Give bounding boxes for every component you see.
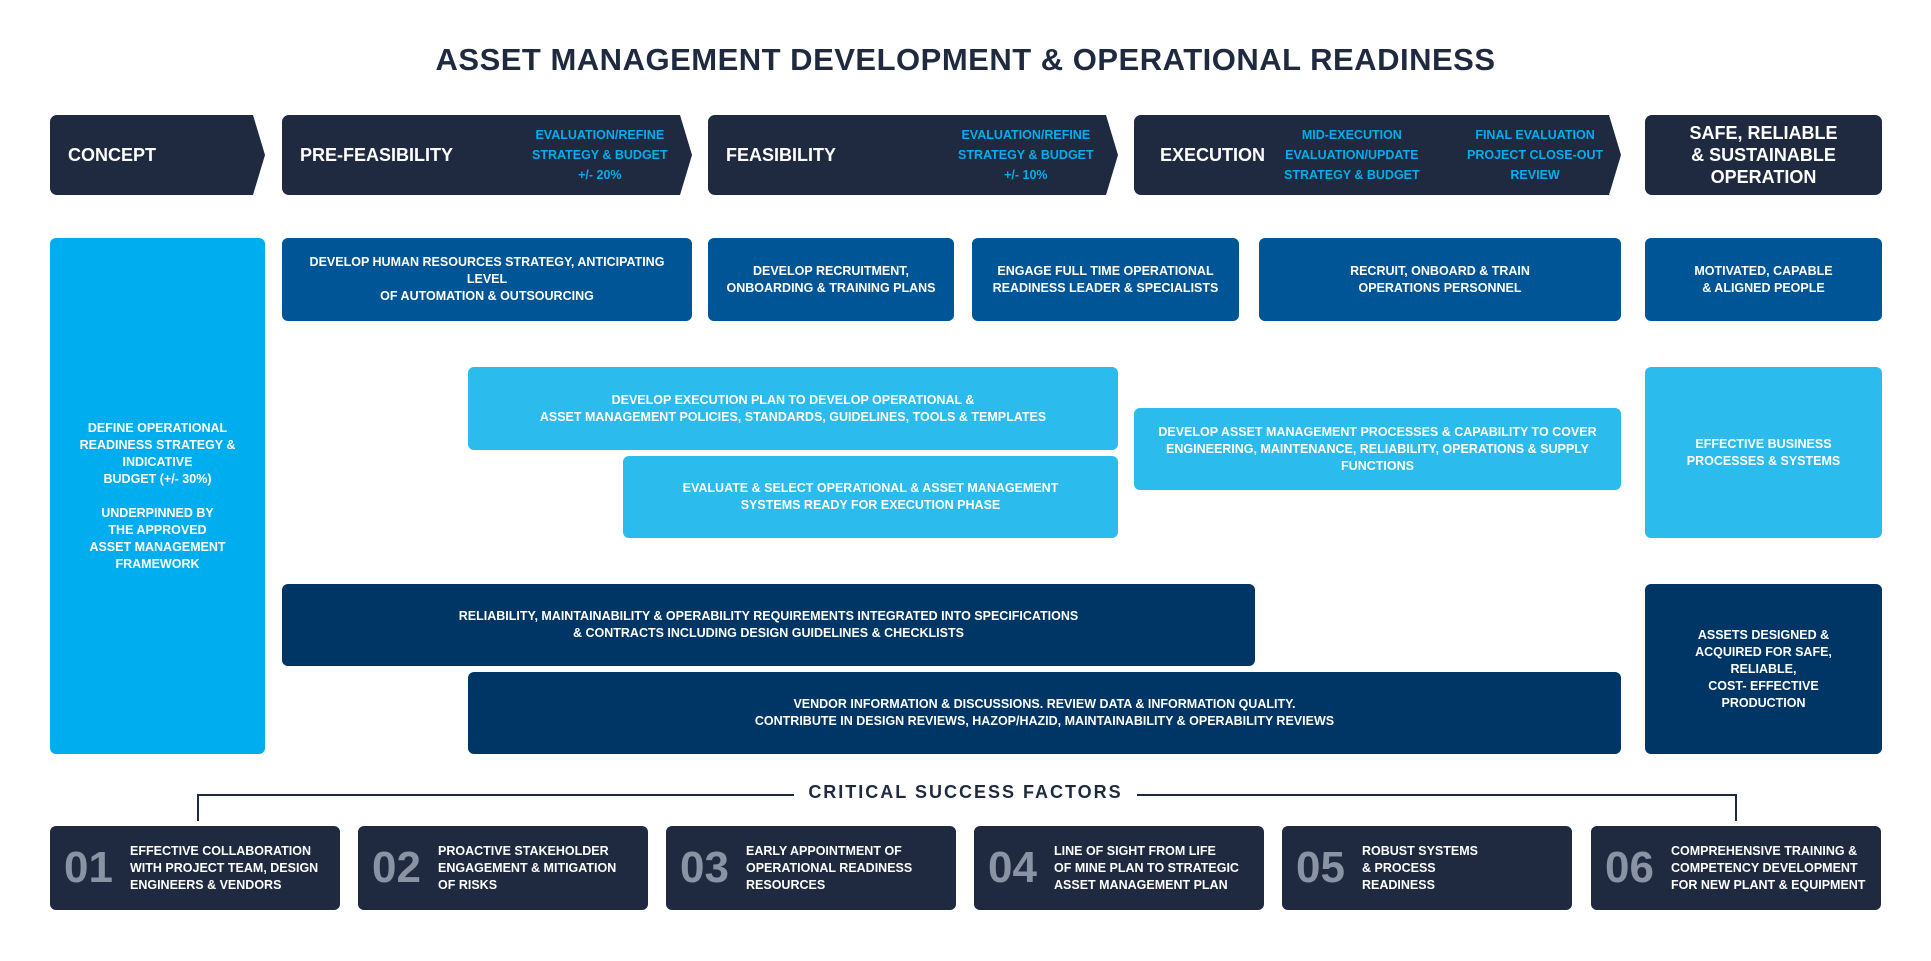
phase-label: EXECUTION bbox=[1160, 144, 1266, 165]
phase-note: EVALUATION/REFINE STRATEGY & BUDGET +/- … bbox=[532, 128, 668, 182]
phase-label: PRE-FEASIBILITY bbox=[300, 144, 454, 165]
csf-number: 06 bbox=[1605, 843, 1654, 892]
process-box: EVALUATE & SELECT OPERATIONAL & ASSET MA… bbox=[623, 456, 1118, 538]
csf-text: LINE OF SIGHT FROM LIFE OF MINE PLAN TO … bbox=[1054, 843, 1239, 892]
page-title: ASSET MANAGEMENT DEVELOPMENT & OPERATION… bbox=[435, 42, 1496, 77]
phase-operation: SAFE, RELIABLE & SUSTAINABLE OPERATION bbox=[1645, 115, 1882, 195]
csf-card: 01 EFFECTIVE COLLABORATION WITH PROJECT T… bbox=[50, 826, 340, 910]
csf-number: 03 bbox=[680, 843, 729, 892]
phase-prefeasibility: PRE-FEASIBILITY EVALUATION/REFINE STRATEG… bbox=[282, 115, 692, 195]
people-outcome: MOTIVATED, CAPABLE & ALIGNED PEOPLE bbox=[1645, 238, 1882, 321]
assets-box: RELIABILITY, MAINTAINABILITY & OPERABILI… bbox=[282, 584, 1255, 666]
csf-number: 05 bbox=[1296, 843, 1345, 892]
process-outcome: EFFECTIVE BUSINESS PROCESSES & SYSTEMS bbox=[1645, 367, 1882, 538]
assets-box: VENDOR INFORMATION & DISCUSSIONS. REVIEW… bbox=[468, 672, 1621, 754]
phase-label: CONCEPT bbox=[68, 144, 157, 165]
phase-note-mid: MID-EXECUTION EVALUATION/UPDATE STRATEGY… bbox=[1284, 128, 1420, 182]
csf-text: ROBUST SYSTEMS & PROCESS READINESS bbox=[1362, 843, 1478, 892]
process-box: DEVELOP EXECUTION PLAN TO DEVELOP OPERAT… bbox=[468, 367, 1118, 450]
csf-text: PROACTIVE STAKEHOLDER ENGAGEMENT & MITIG… bbox=[438, 843, 617, 892]
people-box: ENGAGE FULL TIME OPERATIONAL READINESS L… bbox=[972, 238, 1239, 321]
csf-text: EARLY APPOINTMENT OF OPERATIONAL READINE… bbox=[746, 843, 913, 892]
process-box: DEVELOP ASSET MANAGEMENT PROCESSES & CAP… bbox=[1134, 408, 1621, 490]
csf-number: 04 bbox=[988, 843, 1037, 892]
csf-number: 01 bbox=[64, 843, 113, 892]
csf-card: 04 LINE OF SIGHT FROM LIFE OF MINE PLAN T… bbox=[974, 826, 1264, 910]
phase-note-final: FINAL EVALUATION PROJECT CLOSE-OUT REVIE… bbox=[1467, 128, 1604, 182]
people-box: DEVELOP HUMAN RESOURCES STRATEGY, ANTICI… bbox=[282, 238, 692, 321]
phase-execution: EXECUTION MID-EXECUTION EVALUATION/UPDATE… bbox=[1134, 115, 1621, 195]
csf-card: 05 ROBUST SYSTEMS & PROCESS READINESS bbox=[1282, 826, 1572, 910]
csf-text: COMPREHENSIVE TRAINING & COMPETENCY DEVE… bbox=[1671, 843, 1866, 892]
people-box: RECRUIT, ONBOARD & TRAIN OPERATIONS PERS… bbox=[1259, 238, 1621, 321]
csf-text: EFFECTIVE COLLABORATION WITH PROJECT TEA… bbox=[130, 843, 319, 892]
phase-feasibility: FEASIBILITY EVALUATION/REFINE STRATEGY & … bbox=[708, 115, 1118, 195]
phase-label: FEASIBILITY bbox=[726, 144, 837, 165]
csf-card: 03 EARLY APPOINTMENT OF OPERATIONAL READI… bbox=[666, 826, 956, 910]
phase-concept: CONCEPT bbox=[50, 115, 265, 195]
csf-label: CRITICAL SUCCESS FACTORS bbox=[794, 782, 1137, 802]
assets-outcome: ASSETS DESIGNED & ACQUIRED FOR SAFE, REL… bbox=[1645, 584, 1882, 754]
concept-box: DEFINE OPERATIONAL READINESS STRATEGY & … bbox=[50, 238, 265, 754]
people-box: DEVELOP RECRUITMENT, ONBOARDING & TRAINI… bbox=[708, 238, 954, 321]
csf-card: 06 COMPREHENSIVE TRAINING & COMPETENCY DE… bbox=[1591, 826, 1881, 910]
phase-note: EVALUATION/REFINE STRATEGY & BUDGET +/- … bbox=[958, 128, 1094, 182]
csf-number: 02 bbox=[372, 843, 421, 892]
csf-card: 02 PROACTIVE STAKEHOLDER ENGAGEMENT & MIT… bbox=[358, 826, 648, 910]
